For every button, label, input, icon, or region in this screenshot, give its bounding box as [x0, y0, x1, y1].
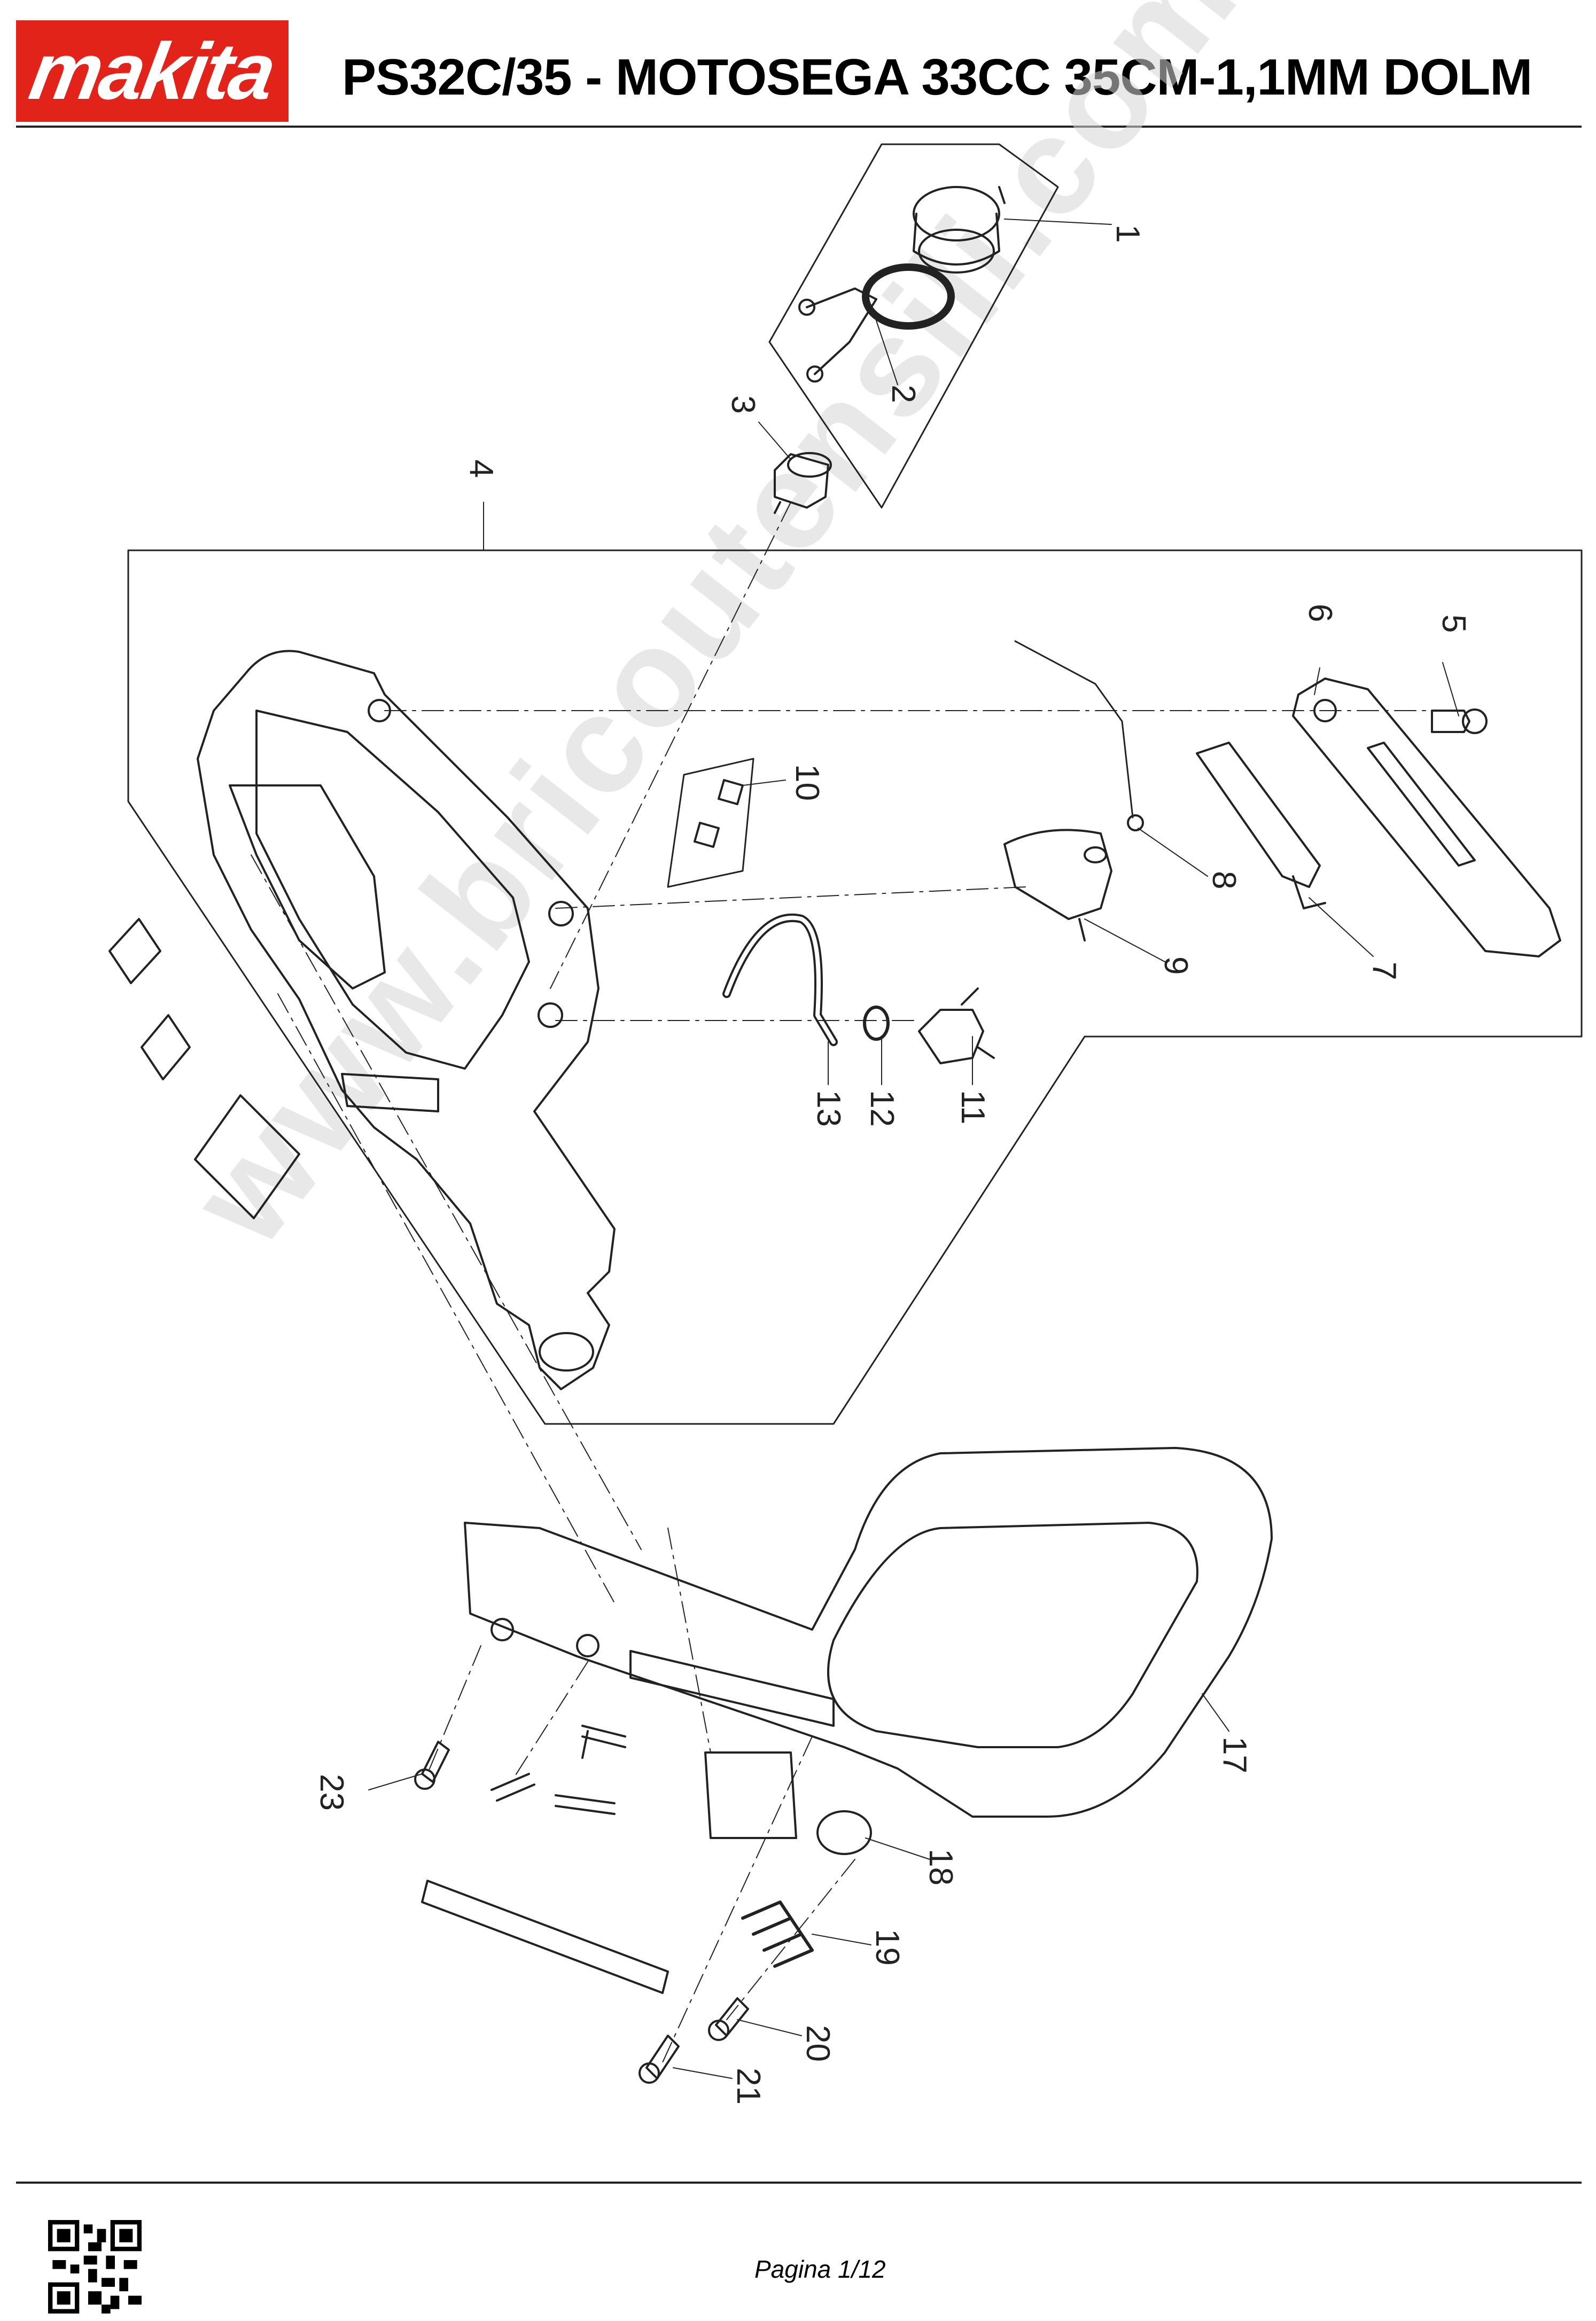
callout-numbers: 1 2 3 4 5 6 7 8 9 10 11 12 13 17 18 19 2…: [313, 224, 1472, 2105]
callout-5: 5: [1435, 614, 1472, 633]
callout-12: 12: [863, 1090, 900, 1127]
part-4-housing: [197, 650, 616, 1390]
part-23-screw: [414, 1741, 450, 1790]
callout-19: 19: [869, 1929, 906, 1966]
part-3-filter: [774, 452, 832, 514]
sticker-labels: [108, 918, 300, 1219]
exploded-parts-diagram: 1 2 3 4 5 6 7 8 9 10 11 12 13 17 18 19 2…: [108, 143, 1583, 2105]
callout-6: 6: [1302, 604, 1338, 622]
part-8-spring-coil: [1127, 814, 1144, 831]
callout-7: 7: [1366, 962, 1403, 980]
callout-21: 21: [730, 2068, 767, 2105]
page-header: makita PS32C/35 - MOTOSEGA 33CC 35CM-1,1…: [0, 0, 1596, 128]
leader-lines: [368, 219, 1459, 2079]
callout-8: 8: [1205, 871, 1242, 889]
part-21-screw: [639, 2035, 680, 2084]
part-19-coil-spring: [741, 1901, 814, 1968]
callout-9: 9: [1157, 956, 1194, 975]
callout-20: 20: [799, 2025, 836, 2062]
part-5-screw: [1431, 708, 1488, 734]
part-18-plug: [816, 1810, 872, 1855]
callout-23: 23: [313, 1774, 350, 1811]
callout-2: 2: [885, 385, 922, 403]
header-divider: [16, 126, 1582, 128]
callout-11: 11: [954, 1090, 991, 1124]
vibration-pad: [421, 1880, 669, 1994]
callout-1: 1: [1109, 224, 1146, 243]
callout-3: 3: [725, 395, 761, 414]
callout-13: 13: [810, 1090, 847, 1127]
footer-divider: [16, 2182, 1582, 2184]
page-number: Pagina 1/12: [754, 2255, 886, 2283]
handle-studs: [491, 1725, 626, 1815]
callout-4: 4: [463, 459, 500, 478]
cap-group-frame: [768, 143, 1059, 509]
part-6-handle-grip: [1292, 677, 1561, 957]
callout-10: 10: [789, 764, 826, 801]
part-13-oil-pipe: [722, 913, 838, 1046]
part-1-oil-cap: [913, 186, 1006, 274]
page-title: PS32C/35 - MOTOSEGA 33CC 35CM-1,1MM DOLM: [342, 49, 1532, 106]
part-12-washer: [863, 1006, 890, 1041]
callout-17: 17: [1216, 1736, 1253, 1773]
part-17-front-handle: [464, 1447, 1273, 1839]
part-8-spring: [1014, 640, 1134, 819]
part-20-screw: [708, 1997, 749, 2041]
part-11-oil-pump: [918, 987, 995, 1064]
qr-code[interactable]: [48, 2220, 142, 2314]
part-10-pins: [667, 758, 754, 888]
housing-group-frame: [127, 549, 1583, 1425]
part-7-lever: [1196, 742, 1326, 909]
callout-18: 18: [922, 1849, 959, 1886]
logo-text: makita: [24, 26, 281, 116]
part-2-o-ring: [798, 263, 955, 383]
makita-logo: makita: [16, 20, 289, 122]
part-9-cover: [1003, 829, 1112, 941]
assembly-axes: [251, 502, 1432, 2063]
